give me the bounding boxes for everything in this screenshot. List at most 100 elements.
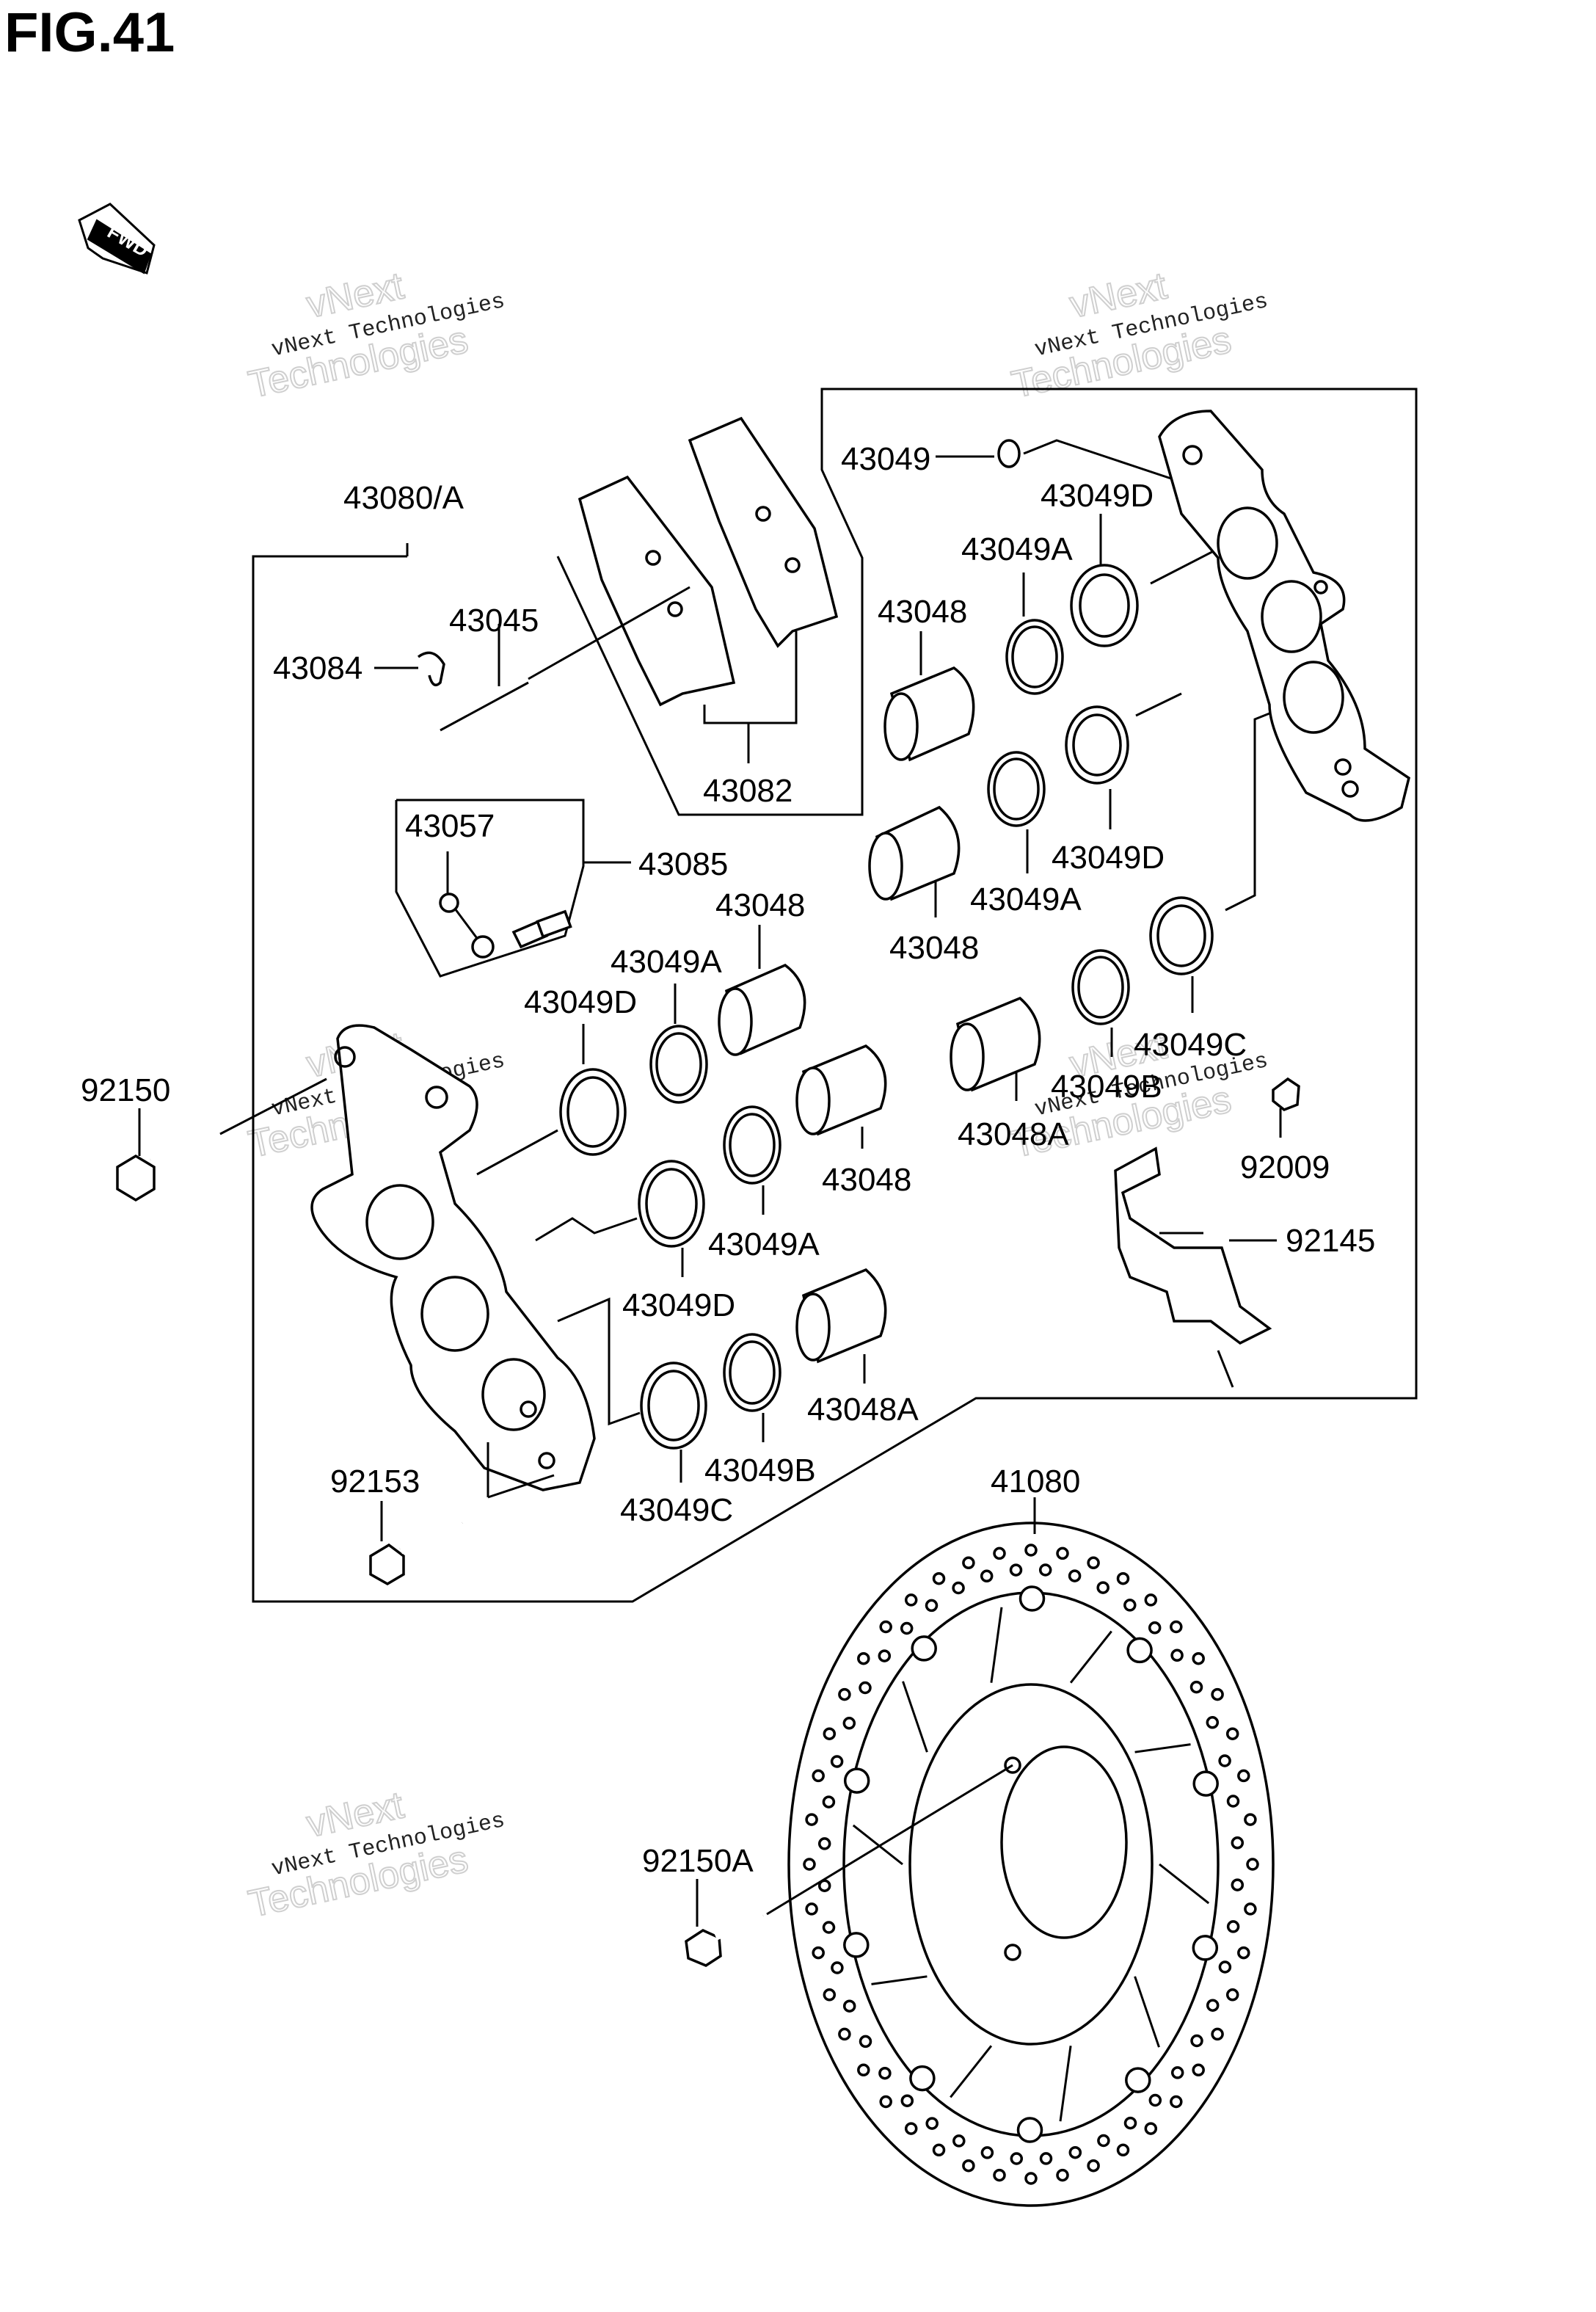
label-43049A-top: 43049A bbox=[961, 531, 1073, 567]
disc-hole bbox=[1231, 1878, 1245, 1891]
disc-float-button bbox=[1126, 1637, 1153, 1664]
disc-hole bbox=[1211, 2027, 1224, 2041]
disc-float-button bbox=[1192, 1935, 1219, 1961]
disc-hole bbox=[1087, 1556, 1100, 1570]
brake-pad-inner bbox=[577, 475, 736, 707]
disc-spoke bbox=[902, 1681, 928, 1753]
label-43085: 43085 bbox=[638, 846, 728, 882]
piston-43048A-lower bbox=[795, 1268, 887, 1364]
watermark-top-left: vNext vNext Technologies Technologies bbox=[244, 263, 507, 407]
disc-float-button bbox=[843, 1932, 870, 1958]
bleed-valve-cap bbox=[439, 893, 495, 959]
disc-hole bbox=[878, 1649, 892, 1662]
disc-hole bbox=[1148, 1621, 1162, 1635]
disc-spoke bbox=[1069, 1630, 1112, 1684]
disc-hole bbox=[1170, 2095, 1183, 2109]
bolt-92009 bbox=[1272, 1077, 1300, 1111]
brake-pad-outer bbox=[688, 416, 839, 648]
disc-hole bbox=[817, 1879, 831, 1892]
disc-hole bbox=[932, 1571, 946, 1585]
disc-hole bbox=[1206, 1999, 1220, 2012]
disc-hole bbox=[1038, 1563, 1052, 1577]
disc-hole bbox=[857, 1651, 870, 1665]
label-43048-top: 43048 bbox=[878, 594, 967, 630]
disc-hole bbox=[904, 1593, 918, 1607]
piston-43048-mid bbox=[868, 805, 961, 901]
label-43057: 43057 bbox=[405, 808, 495, 844]
disc-hole bbox=[830, 1755, 844, 1768]
disc-float-button bbox=[1125, 2067, 1151, 2093]
disc-spoke bbox=[1134, 1743, 1191, 1753]
disc-spoke bbox=[1059, 2046, 1072, 2122]
seal-43049D-left bbox=[559, 1068, 627, 1156]
label-43049C-lower: 43049C bbox=[620, 1492, 733, 1528]
disc-hole bbox=[1237, 1946, 1250, 1960]
disc-hole bbox=[962, 1556, 975, 1570]
disc-hole bbox=[1039, 2152, 1053, 2165]
caliper-assembly-boundary bbox=[252, 388, 1418, 1603]
label-43045: 43045 bbox=[449, 603, 539, 639]
label-43049B-lower: 43049B bbox=[704, 1453, 816, 1488]
disc-hole bbox=[1144, 2122, 1158, 2135]
label-43049D-center: 43049D bbox=[622, 1287, 735, 1323]
disc-hole bbox=[993, 2168, 1006, 2182]
disc-hole bbox=[1244, 1902, 1257, 1916]
fwd-arrow-icon: FWD bbox=[78, 203, 156, 275]
disc-hole bbox=[1056, 1546, 1069, 1560]
label-43084: 43084 bbox=[273, 650, 362, 686]
label-92150A: 92150A bbox=[642, 1843, 754, 1879]
seal-43049A-mid bbox=[987, 751, 1046, 827]
seal-43049D-center bbox=[638, 1160, 705, 1248]
caliper-half-left bbox=[310, 1024, 596, 1491]
disc-hole bbox=[1116, 1571, 1130, 1585]
disc-hole bbox=[805, 1902, 818, 1916]
disc-hole bbox=[980, 1569, 994, 1583]
disc-hole bbox=[838, 2027, 851, 2041]
bolt-92150 bbox=[116, 1129, 222, 1202]
label-43082: 43082 bbox=[703, 773, 792, 809]
disc-hole bbox=[952, 1581, 965, 1595]
disc-hole bbox=[1123, 2116, 1137, 2130]
disc-hole bbox=[878, 2066, 892, 2080]
disc-hole bbox=[1009, 1563, 1023, 1577]
disc-hole bbox=[1190, 2034, 1203, 2048]
disc-hole bbox=[859, 1681, 872, 1695]
disc-hole bbox=[1148, 2093, 1162, 2107]
disc-hole bbox=[1170, 1648, 1184, 1662]
label-43048-center: 43048 bbox=[822, 1162, 911, 1198]
label-43049A-mid: 43049A bbox=[970, 881, 1082, 917]
disc-hole bbox=[823, 1988, 837, 2002]
brake-disc-41080 bbox=[787, 1522, 1275, 2207]
disc-float-button bbox=[1016, 2117, 1043, 2143]
bolt-92153 bbox=[369, 1517, 465, 1586]
bolt-92150A bbox=[685, 1911, 765, 1967]
disc-float-button bbox=[1019, 1585, 1046, 1612]
seal-43049A-center bbox=[723, 1105, 781, 1185]
disc-hole bbox=[1056, 2168, 1069, 2182]
label-43048A-right: 43048A bbox=[958, 1116, 1069, 1152]
seal-43049B-lower bbox=[723, 1333, 781, 1412]
disc-hole bbox=[900, 2094, 914, 2107]
disc-hole bbox=[952, 2134, 966, 2148]
disc-hole bbox=[831, 1961, 844, 1974]
disc-hole bbox=[925, 2117, 939, 2130]
piston-43048-left bbox=[718, 963, 806, 1056]
label-92153: 92153 bbox=[330, 1464, 420, 1499]
disc-hole bbox=[1218, 1754, 1231, 1767]
label-43049D-mid: 43049D bbox=[1052, 840, 1165, 876]
disc-hole bbox=[925, 1599, 939, 1613]
disc-hole bbox=[1068, 2145, 1082, 2159]
disc-hole bbox=[817, 1837, 831, 1850]
pad-spring-92145 bbox=[1114, 1146, 1272, 1388]
label-43049D-left: 43049D bbox=[524, 984, 637, 1020]
disc-hole bbox=[1170, 2066, 1184, 2079]
disc-float-button bbox=[911, 1635, 937, 1662]
disc-hole bbox=[842, 1717, 856, 1730]
watermark-bottom-left: vNext vNext Technologies Technologies bbox=[244, 1783, 507, 1926]
disc-hole bbox=[879, 2095, 892, 2109]
disc-hole bbox=[805, 1813, 818, 1826]
disc-hole bbox=[822, 1921, 836, 1934]
label-92145: 92145 bbox=[1286, 1223, 1375, 1259]
disc-hole bbox=[900, 1621, 914, 1635]
bleed-valve bbox=[511, 909, 572, 949]
